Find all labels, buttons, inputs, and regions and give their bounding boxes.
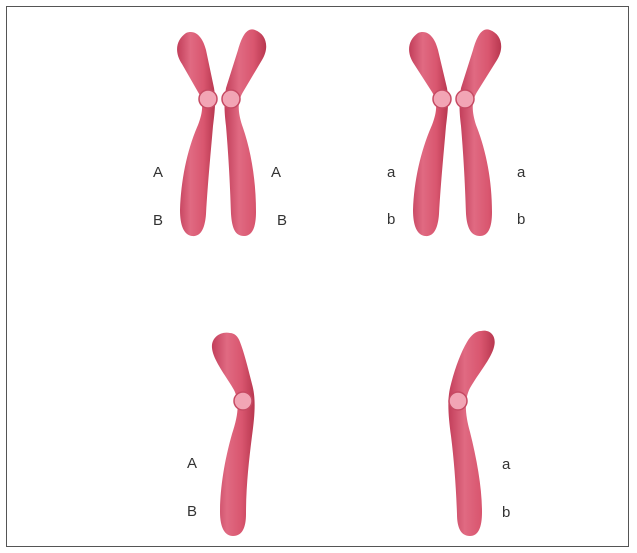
chromatid-left-top-right — [409, 32, 448, 236]
chromatid-right-top-left — [225, 29, 267, 236]
gene-label-b-top-right-inner: b — [517, 212, 525, 227]
chromatid-bottom-right — [448, 331, 494, 536]
chromosome-pair-top-left — [177, 29, 266, 236]
gene-label-B-top-left-outer: B — [153, 213, 163, 228]
centromere-bottom-right — [449, 392, 467, 410]
centromere-left-top-right — [433, 90, 451, 108]
gene-label-B-top-left-inner: B — [277, 213, 287, 228]
gene-label-b-bottom-right: b — [502, 505, 510, 520]
centromere-right-top-right — [456, 90, 474, 108]
gene-label-A-top-left-outer: A — [153, 165, 163, 180]
gene-label-a-top-right-outer: a — [387, 165, 395, 180]
chromatid-left-top-left — [177, 32, 215, 236]
chromosome-single-bottom-left — [212, 333, 255, 536]
gene-label-A-bottom-left: A — [187, 456, 197, 471]
chromatid-right-top-right — [460, 29, 502, 236]
chromatid-bottom-left — [212, 333, 255, 536]
gene-label-a-top-right-inner: a — [517, 165, 525, 180]
chromosome-single-bottom-right — [448, 331, 494, 536]
centromere-left-top-left — [199, 90, 217, 108]
gene-label-B-bottom-left: B — [187, 504, 197, 519]
chromosome-pair-top-right — [409, 29, 501, 236]
centromere-right-top-left — [222, 90, 240, 108]
gene-label-b-top-right-outer: b — [387, 212, 395, 227]
gene-label-A-top-left-inner: A — [271, 165, 281, 180]
gene-label-a-bottom-right: a — [502, 457, 510, 472]
centromere-bottom-left — [234, 392, 252, 410]
